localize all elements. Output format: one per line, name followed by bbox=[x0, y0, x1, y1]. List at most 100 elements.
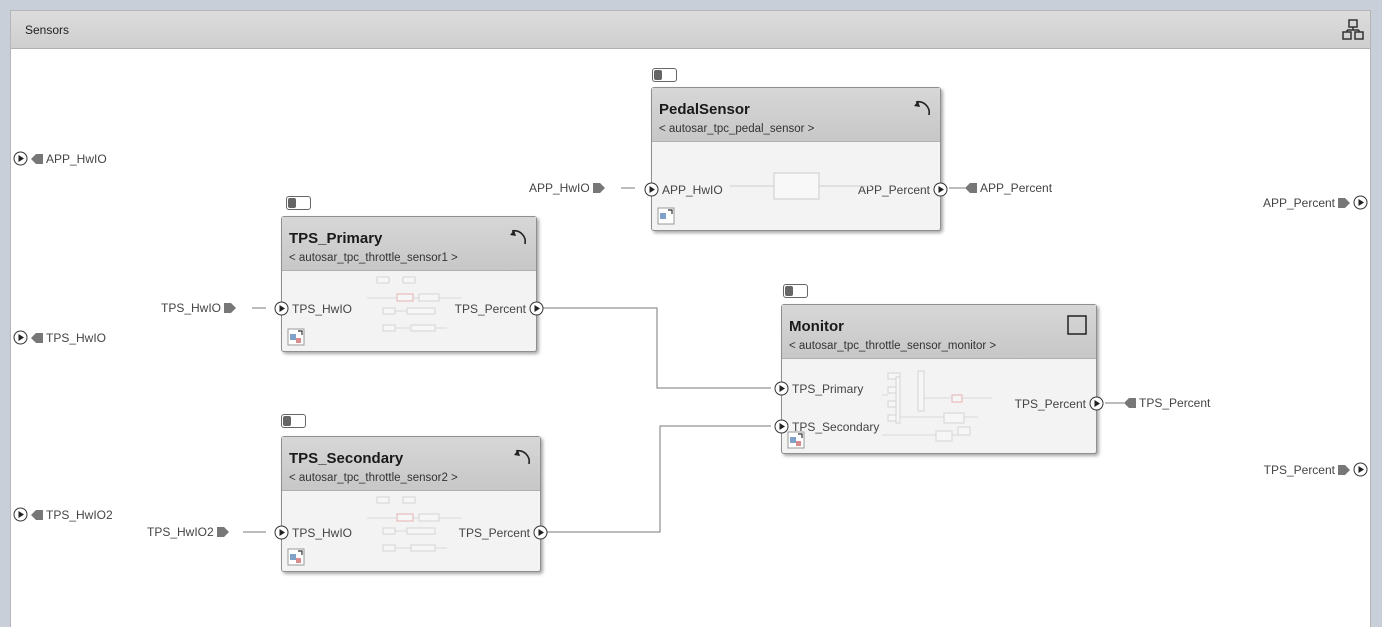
block-header: TPS_Primary < autosar_tpc_throttle_senso… bbox=[282, 217, 536, 271]
signal-tag-app-hwio: APP_HwIO bbox=[529, 181, 605, 195]
block-inport-2[interactable]: TPS_Secondary bbox=[774, 419, 879, 434]
port-arrow-icon bbox=[529, 301, 544, 316]
block-header: TPS_Secondary < autosar_tpc_throttle_sen… bbox=[282, 437, 540, 491]
signal-tag-label: TPS_Percent bbox=[1139, 396, 1211, 410]
autosar-component-icon bbox=[287, 328, 305, 346]
wire-secondary-to-monitor bbox=[547, 425, 771, 533]
root-outport-app-percent[interactable]: APP_Percent bbox=[1263, 195, 1368, 210]
periodic-rate-icon bbox=[510, 229, 527, 245]
port-arrow-icon bbox=[13, 330, 28, 345]
port-arrow-icon bbox=[274, 525, 289, 540]
signal-tag-icon bbox=[224, 303, 237, 313]
signal-tag-icon bbox=[1338, 464, 1350, 475]
signal-tag-icon bbox=[1124, 398, 1136, 408]
root-inport-label: TPS_HwIO2 bbox=[46, 507, 113, 522]
periodic-rate-icon bbox=[914, 100, 931, 116]
block-outport[interactable]: APP_Percent bbox=[858, 182, 948, 197]
block-content-preview bbox=[730, 172, 870, 200]
block-name: PedalSensor bbox=[659, 101, 750, 118]
block-expand-toggle-icon[interactable] bbox=[783, 284, 808, 298]
block-inport-label: TPS_HwIO bbox=[292, 301, 353, 316]
root-outport-label: TPS_Percent bbox=[1263, 462, 1335, 477]
port-arrow-icon bbox=[933, 182, 948, 197]
block-content-preview bbox=[367, 496, 462, 552]
model-canvas[interactable]: Sensors APP_HwIO TPS_HwIO TPS bbox=[10, 10, 1371, 627]
signal-tag-tps-percent: TPS_Percent bbox=[1124, 396, 1210, 410]
periodic-rate-icon bbox=[514, 449, 531, 465]
canvas-title-bar: Sensors bbox=[11, 11, 1370, 49]
block-inport-label: TPS_Secondary bbox=[792, 419, 880, 434]
block-outport-label: TPS_Percent bbox=[1014, 396, 1086, 411]
block-inport-1[interactable]: TPS_Primary bbox=[774, 381, 863, 396]
root-outport-label: APP_Percent bbox=[1262, 195, 1335, 210]
signal-tag-icon bbox=[1338, 197, 1350, 208]
block-subtitle: < autosar_tpc_throttle_sensor2 > bbox=[289, 472, 458, 484]
port-arrow-icon bbox=[533, 525, 548, 540]
wire-primary-to-monitor bbox=[543, 307, 771, 389]
port-arrow-icon bbox=[774, 381, 789, 396]
block-content-preview bbox=[882, 370, 992, 442]
block-outport-label: TPS_Percent bbox=[458, 525, 530, 540]
signal-tag-tps-hwio2: TPS_HwIO2 bbox=[147, 525, 229, 539]
block-pedal-sensor[interactable]: PedalSensor < autosar_tpc_pedal_sensor >… bbox=[644, 87, 948, 231]
signal-tag-label: TPS_HwIO bbox=[161, 301, 222, 315]
block-outport[interactable]: TPS_Percent bbox=[455, 301, 544, 316]
block-subtitle: < autosar_tpc_throttle_sensor_monitor > bbox=[789, 340, 997, 352]
signal-tag-icon bbox=[31, 153, 43, 164]
root-inport-label: TPS_HwIO bbox=[46, 330, 107, 345]
block-outport-label: APP_Percent bbox=[857, 182, 930, 197]
port-arrow-icon bbox=[644, 182, 659, 197]
block-expand-toggle-icon[interactable] bbox=[286, 196, 311, 210]
signal-tag-icon bbox=[216, 527, 229, 537]
signal-tag-icon bbox=[965, 183, 977, 193]
block-outport-label: TPS_Percent bbox=[454, 301, 526, 316]
block-header: PedalSensor < autosar_tpc_pedal_sensor > bbox=[652, 88, 940, 142]
block-name: Monitor bbox=[789, 318, 844, 335]
block-name: TPS_Secondary bbox=[289, 450, 404, 467]
block-inport[interactable]: TPS_HwIO bbox=[274, 525, 352, 540]
signal-tag-tps-hwio: TPS_HwIO bbox=[161, 301, 237, 315]
root-outport-tps-percent[interactable]: TPS_Percent bbox=[1264, 462, 1368, 477]
port-arrow-icon bbox=[1353, 195, 1368, 210]
signal-tag-app-percent: APP_Percent bbox=[965, 181, 1052, 195]
signal-tag-label: APP_Percent bbox=[980, 181, 1053, 195]
signal-lines bbox=[243, 187, 1124, 533]
block-inport[interactable]: TPS_HwIO bbox=[274, 301, 352, 316]
square-subsystem-icon bbox=[1067, 315, 1087, 335]
arrange-layout-icon[interactable] bbox=[1342, 19, 1364, 41]
block-header: Monitor < autosar_tpc_throttle_sensor_mo… bbox=[782, 305, 1096, 359]
block-subtitle: < autosar_tpc_pedal_sensor > bbox=[659, 123, 815, 135]
port-arrow-icon bbox=[13, 151, 28, 166]
block-expand-toggle-icon[interactable] bbox=[652, 68, 677, 82]
port-arrow-icon bbox=[1089, 396, 1104, 411]
block-outport[interactable]: TPS_Percent bbox=[1015, 396, 1104, 411]
port-arrow-icon bbox=[274, 301, 289, 316]
block-tps-primary[interactable]: TPS_Primary < autosar_tpc_throttle_senso… bbox=[274, 216, 544, 352]
root-inport-tps-hwio[interactable]: TPS_HwIO bbox=[13, 330, 106, 345]
block-name: TPS_Primary bbox=[289, 230, 383, 247]
block-outport[interactable]: TPS_Percent bbox=[459, 525, 548, 540]
root-inport-app-hwio[interactable]: APP_HwIO bbox=[13, 151, 107, 166]
block-inport-label: TPS_Primary bbox=[792, 381, 864, 396]
block-expand-toggle-icon[interactable] bbox=[281, 414, 306, 428]
block-inport-label: TPS_HwIO bbox=[292, 525, 353, 540]
canvas-title: Sensors bbox=[25, 23, 70, 37]
block-tps-secondary[interactable]: TPS_Secondary < autosar_tpc_throttle_sen… bbox=[274, 436, 548, 572]
block-content-preview bbox=[367, 276, 462, 332]
port-arrow-icon bbox=[774, 419, 789, 434]
root-inport-tps-hwio2[interactable]: TPS_HwIO2 bbox=[13, 507, 113, 522]
signal-tag-label: APP_HwIO bbox=[529, 181, 590, 195]
autosar-component-icon bbox=[657, 207, 675, 225]
signal-tag-icon bbox=[592, 183, 605, 193]
signal-tag-icon bbox=[31, 332, 43, 343]
signal-tag-label: TPS_HwIO2 bbox=[147, 525, 214, 539]
autosar-component-icon bbox=[787, 431, 805, 449]
block-inport-label: APP_HwIO bbox=[662, 182, 723, 197]
autosar-component-icon bbox=[287, 548, 305, 566]
root-inport-label: APP_HwIO bbox=[46, 151, 107, 166]
block-inport[interactable]: APP_HwIO bbox=[644, 182, 723, 197]
block-subtitle: < autosar_tpc_throttle_sensor1 > bbox=[289, 252, 458, 264]
port-arrow-icon bbox=[13, 507, 28, 522]
port-arrow-icon bbox=[1353, 462, 1368, 477]
block-monitor[interactable]: Monitor < autosar_tpc_throttle_sensor_mo… bbox=[774, 304, 1104, 454]
